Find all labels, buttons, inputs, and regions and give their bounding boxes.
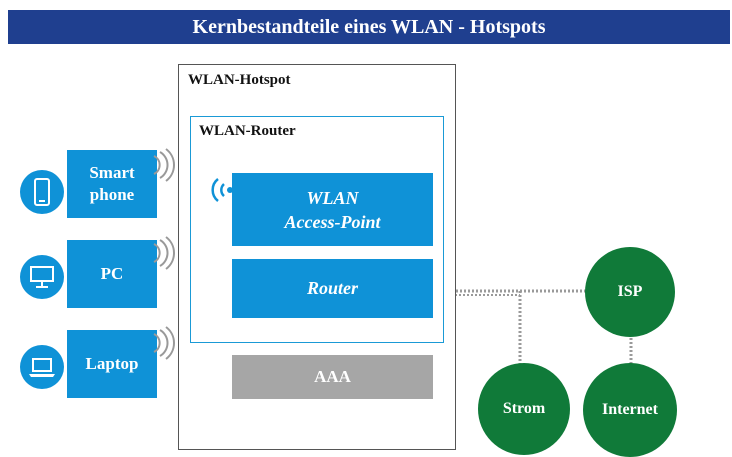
strom-node: Strom [478,363,570,455]
laptop-wifi-icon [153,326,175,360]
laptop-box: Laptop [67,330,157,398]
diagram-title: Kernbestandteile eines WLAN - Hotspots [192,15,546,38]
laptop-label: Laptop [85,354,139,373]
router-block: Router [232,259,433,318]
pc-wifi-icon [153,236,175,270]
smartphone-line1: Smart [89,163,135,182]
monitor-icon [20,255,64,299]
isp-node: ISP [585,247,675,337]
internet-node: Internet [583,363,677,457]
pc-label: PC [100,264,124,283]
pc-box: PC [67,240,157,308]
smartphone-line2: phone [89,185,135,204]
title-bar: Kernbestandteile eines WLAN - Hotspots [8,10,730,44]
laptop-icon [20,345,64,389]
smartphone-icon [20,170,64,214]
smartphone-box: Smart phone [67,150,157,218]
access-point-block: WLAN Access-Point [232,173,433,246]
wlan-router-box [190,116,444,343]
aaa-block: AAA [232,355,433,399]
hotspot-label: WLAN-Hotspot [188,72,291,88]
router-label: WLAN-Router [199,123,296,139]
smartphone-wifi-icon [153,148,175,182]
wifi-signal-icon [211,178,233,202]
access-point-line1: WLAN [306,187,359,208]
access-point-line2: Access-Point [284,211,381,232]
